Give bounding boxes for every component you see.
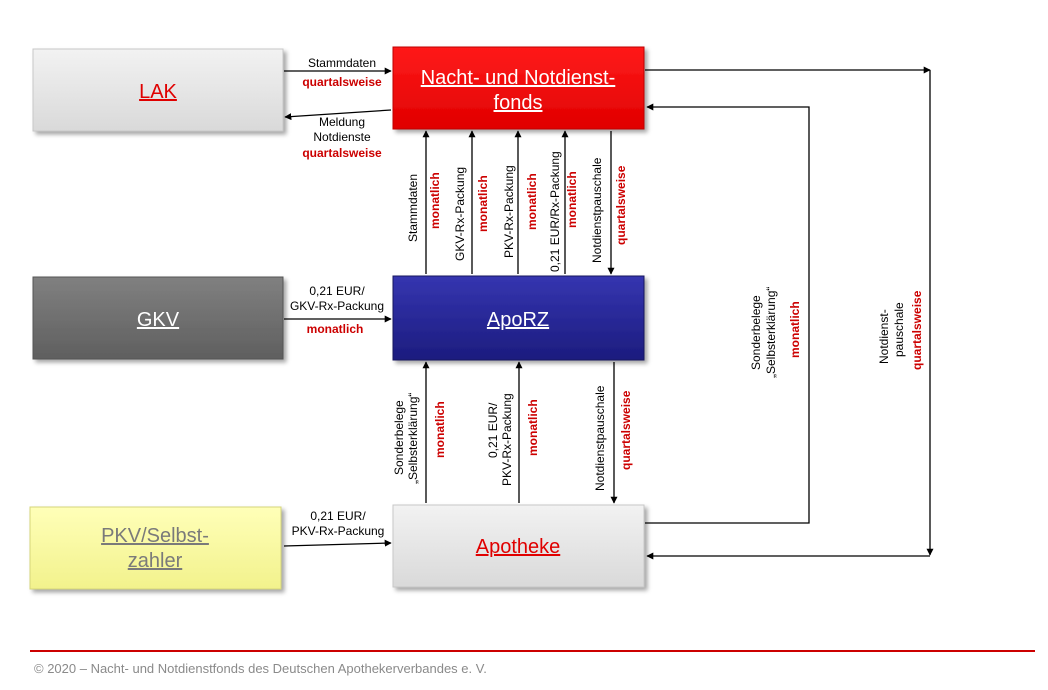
label-pauschale: pauschale xyxy=(892,302,906,357)
arrows xyxy=(283,66,934,560)
fonds-label-line2: fonds xyxy=(494,92,543,114)
aporz-label: ApoRZ xyxy=(487,309,549,331)
label-quartalsweise-3: quartalsweise xyxy=(910,290,924,370)
label-monatlich-3: monatlich xyxy=(525,173,539,230)
label-quartalsweise-2: quartalsweise xyxy=(619,390,633,470)
label-gkv-rx: GKV-Rx-Packung xyxy=(453,167,467,261)
label-eur-pkv-v1: 0,21 EUR/ xyxy=(486,402,500,458)
arrow-pkv-to-apotheke xyxy=(283,539,392,547)
label-eur-pkv-1: 0,21 EUR/ xyxy=(310,509,366,523)
arrow-fonds-to-lak xyxy=(284,109,392,121)
label-monatlich-gkv: monatlich xyxy=(307,322,364,336)
label-stammdaten-top: Stammdaten xyxy=(308,56,376,70)
label-monatlich-7: monatlich xyxy=(788,301,802,358)
label-notdienstpauschale-1: Notdienstpauschale xyxy=(590,157,604,263)
label-notdienste: Notdienste xyxy=(313,130,371,144)
label-eur-rx: 0,21 EUR/Rx-Packung xyxy=(548,151,562,272)
label-eur-gkv-1: 0,21 EUR/ xyxy=(309,284,365,298)
label-stammdaten-vertical: Stammdaten xyxy=(406,174,420,242)
label-selbsterklaerung-1: „Selbsterklärung“ xyxy=(406,393,420,484)
label-monatlich-2: monatlich xyxy=(476,175,490,232)
label-notdienst-hyphen: Notdienst- xyxy=(877,309,891,364)
label-sonderbelege-1: Sonderbelege xyxy=(392,400,406,475)
label-monatlich-4: monatlich xyxy=(565,171,579,228)
apotheke-label: Apotheke xyxy=(476,536,561,558)
label-eur-pkv-2: PKV-Rx-Packung xyxy=(292,524,385,538)
footer-divider xyxy=(30,650,1035,652)
box-apotheke: Apotheke xyxy=(392,504,645,588)
label-quartalsweise-meldung: quartalsweise xyxy=(302,146,382,160)
box-pkv: PKV/Selbst- zahler xyxy=(29,506,282,590)
label-monatlich-6: monatlich xyxy=(526,399,540,456)
label-eur-gkv-2: GKV-Rx-Packung xyxy=(290,299,384,313)
label-selbsterklaerung-2: „Selbsterklärung“ xyxy=(764,287,778,378)
gkv-label: GKV xyxy=(137,309,180,331)
box-gkv: GKV xyxy=(32,276,284,360)
box-aporz: ApoRZ xyxy=(392,275,645,361)
label-sonderbelege-2: Sonderbelege xyxy=(749,295,763,370)
label-notdienstpauschale-2: Notdienstpauschale xyxy=(593,385,607,491)
label-monatlich-1: monatlich xyxy=(428,172,442,229)
label-monatlich-5: monatlich xyxy=(433,401,447,458)
footer-copyright: © 2020 – Nacht- und Notdienstfonds des D… xyxy=(34,661,487,676)
pkv-label-line1: PKV/Selbst- xyxy=(101,525,209,547)
arrow-apotheke-to-fonds-loop xyxy=(645,103,810,524)
label-meldung: Meldung xyxy=(319,115,365,129)
label-quartalsweise-top: quartalsweise xyxy=(302,75,382,89)
label-pkv-rx: PKV-Rx-Packung xyxy=(502,165,516,258)
fonds-label-line1: Nacht- und Notdienst- xyxy=(421,67,616,89)
lak-label: LAK xyxy=(139,81,177,103)
label-eur-pkv-v2: PKV-Rx-Packung xyxy=(500,393,514,486)
box-fonds: Nacht- und Notdienst- fonds xyxy=(392,46,645,130)
label-quartalsweise-1: quartalsweise xyxy=(614,165,628,245)
pkv-label-line2: zahler xyxy=(128,550,183,572)
box-lak: LAK xyxy=(32,48,284,132)
